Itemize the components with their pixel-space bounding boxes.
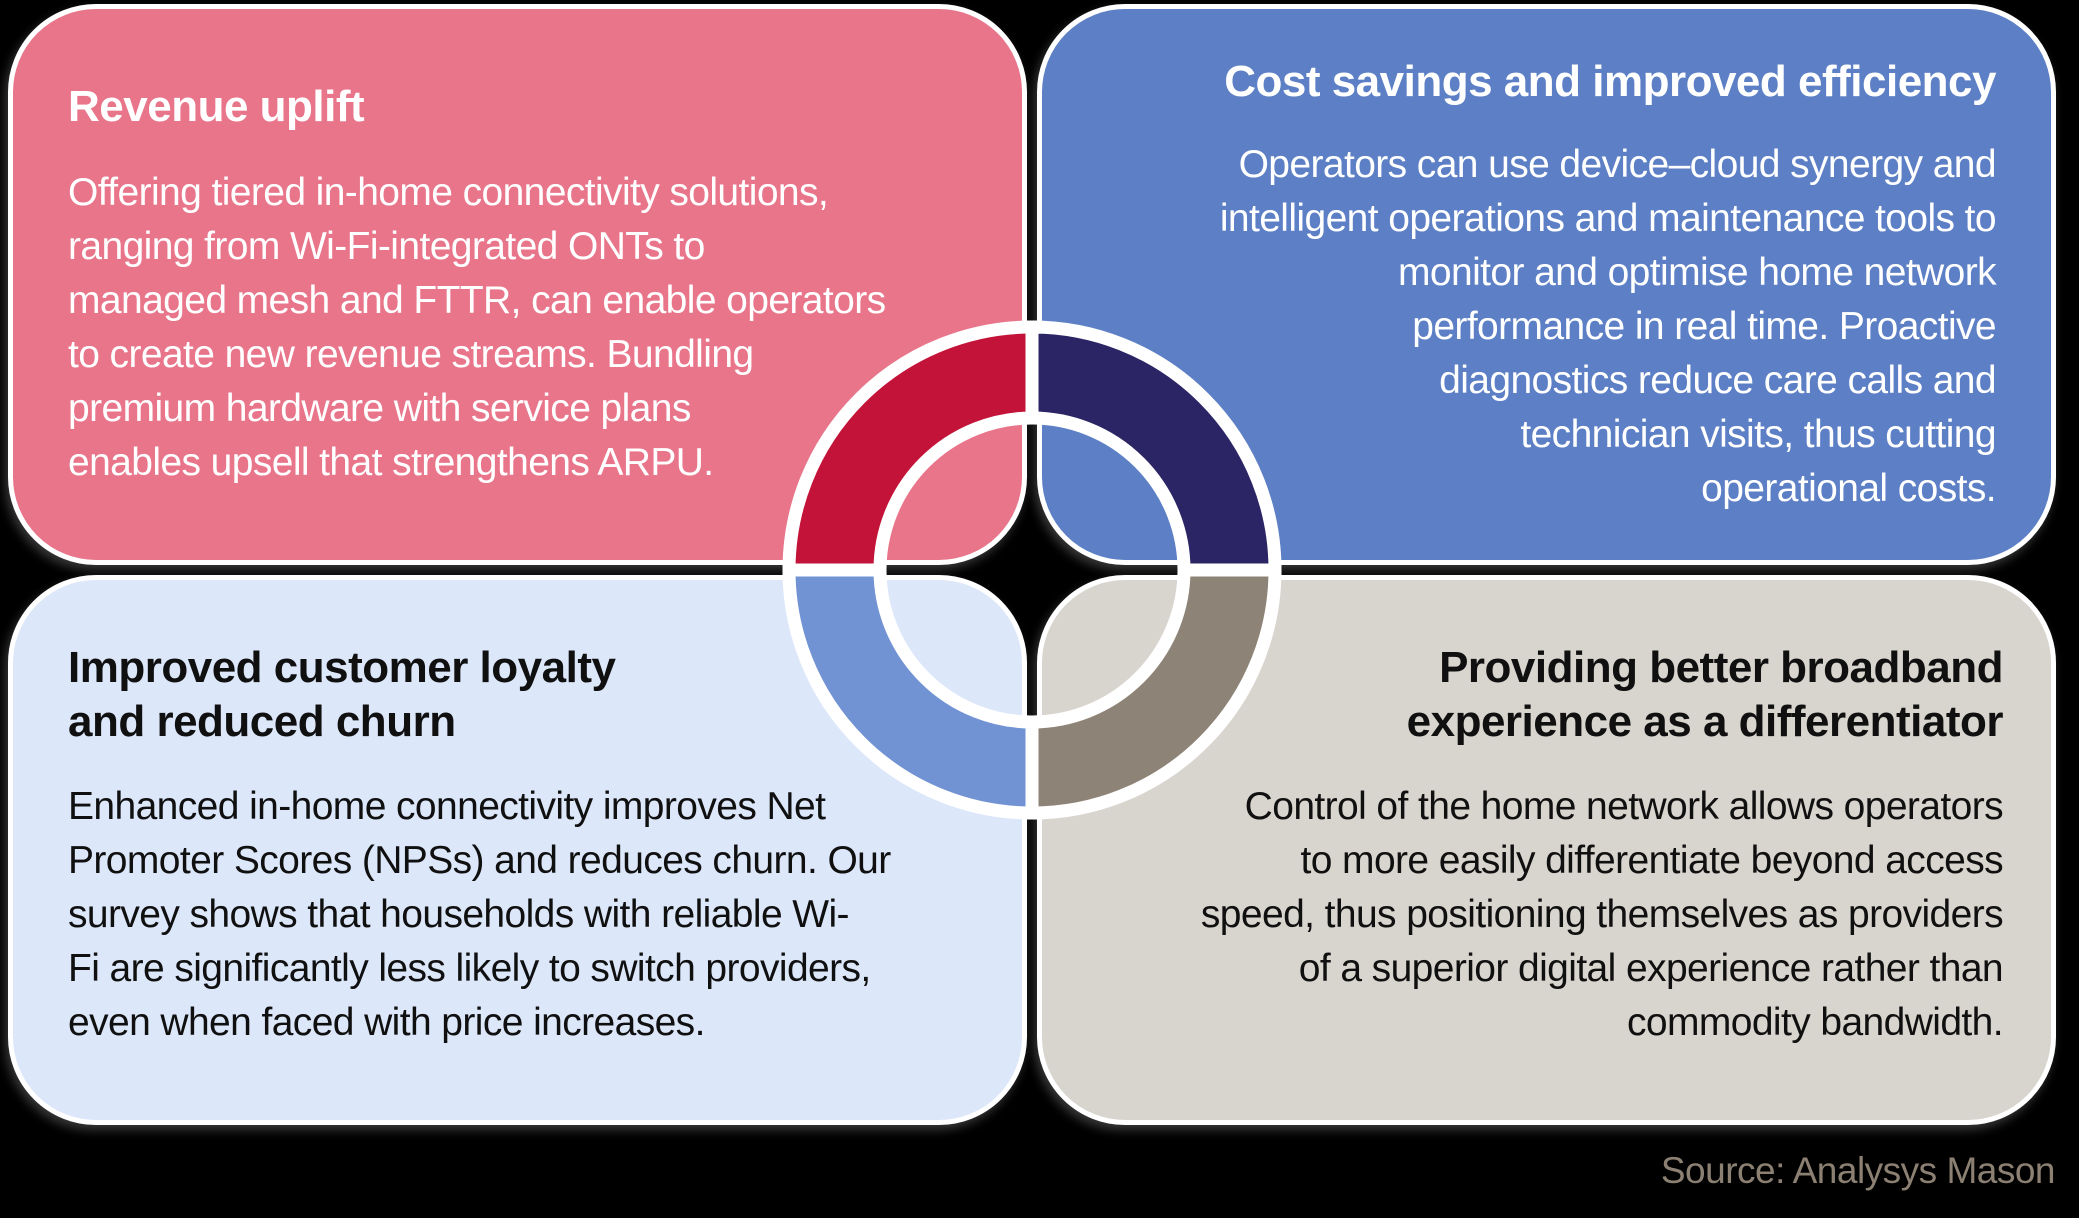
- quadrant-body-broadband-experience: Control of the home network allows opera…: [1200, 785, 2004, 1044]
- ring-segment-top-left: [782, 320, 1039, 577]
- quadrant-title-broadband-experience: Providing better broadband experience as…: [1406, 643, 2004, 746]
- quadrant-cost-savings: Cost savings and improved efficiency Ope…: [1037, 4, 2056, 565]
- ring-segment-bottom-left: [782, 563, 1039, 820]
- source-note: Source: Analysys Mason: [1660, 1150, 2056, 1191]
- center-ring-graphic: [782, 320, 1282, 820]
- quadrant-title-customer-loyalty: Improved customer loyalty and reduced ch…: [68, 643, 616, 746]
- ring-segment-top-right: [1025, 320, 1282, 577]
- quadrant-revenue-uplift: Revenue uplift Offering tiered in-home c…: [8, 4, 1027, 565]
- quadrant-body-customer-loyalty: Enhanced in-home connectivity improves N…: [68, 785, 891, 1044]
- quadrant-customer-loyalty: Improved customer loyalty and reduced ch…: [8, 575, 1027, 1125]
- ring-segment-bottom-right: [1025, 563, 1282, 820]
- quadrant-body-revenue-uplift: Offering tiered in-home connectivity sol…: [68, 171, 886, 484]
- quadrant-title-revenue-uplift: Revenue uplift: [68, 82, 365, 131]
- quadrant-body-cost-savings: Operators can use device–cloud synergy a…: [1219, 143, 1997, 510]
- quadrant-title-cost-savings: Cost savings and improved efficiency: [1224, 57, 1996, 106]
